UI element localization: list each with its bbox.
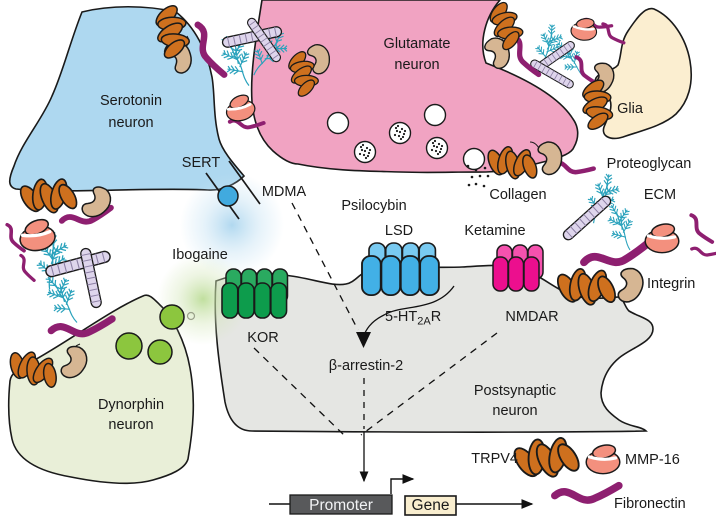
vesicle-filled (425, 136, 449, 160)
ibogaine-label: Ibogaine (172, 247, 228, 263)
nmdar-dashed-arrow (360, 332, 498, 436)
trpv4-label: TRPV4 (471, 451, 518, 467)
ht2a-arrestin-arrow (362, 285, 455, 338)
gene-label: Gene (412, 497, 450, 514)
kor-label: KOR (247, 330, 278, 346)
ht2a-label: 5-HT2AR (385, 309, 441, 328)
mdma-dashed-arrow (291, 202, 359, 331)
proteoglycan-shape (601, 199, 643, 254)
mmp-shape (569, 14, 600, 43)
ht2a-receptor (361, 255, 440, 297)
collagen-label: Collagen (489, 187, 546, 203)
vesicle (326, 111, 350, 135)
trpv4-shape (507, 431, 586, 486)
gene-box (404, 495, 457, 516)
vesicle-releasing (462, 147, 486, 171)
released-glutamate-dots (466, 164, 490, 188)
mdma-glow (180, 173, 284, 277)
collagen-rod (560, 193, 614, 243)
fibronectin-shape (19, 252, 36, 283)
promoter-box (289, 494, 393, 515)
arrestin-arrowhead (356, 332, 371, 348)
fibronectin-shape (601, 17, 626, 50)
glia-label: Glia (617, 101, 644, 117)
mmp16-shape (584, 441, 622, 476)
integrin-bean (615, 265, 647, 306)
gene-transcription-track: Promoter Gene (269, 474, 534, 516)
dynorphin-neuron-label-2: neuron (108, 417, 153, 433)
lsd-label: LSD (385, 223, 413, 239)
serotonin-neuron-label-2: neuron (108, 115, 153, 131)
nmdar-receptor (492, 256, 540, 292)
vesicle-filled (353, 140, 377, 164)
ibogaine-molecule (186, 311, 196, 321)
glutamate-neuron-label-2: neuron (394, 57, 439, 73)
fibronectin-shape (584, 236, 649, 269)
mmp-shape (643, 220, 681, 255)
fibronectin-shape (689, 209, 715, 248)
kor-receptor (221, 282, 288, 319)
transcription-start-arrow (390, 474, 415, 494)
integrin-label: Integrin (647, 276, 695, 292)
proteoglycan-shape (37, 268, 90, 330)
dynorphin-vesicles (115, 304, 185, 365)
nmdar-label: NMDAR (505, 309, 558, 325)
promoter-label: Promoter (309, 497, 373, 514)
mmp-shape (15, 213, 59, 255)
proteoglycan-label: Proteoglycan (607, 156, 692, 172)
mmp16-label: MMP-16 (625, 452, 680, 468)
sert-transporter (205, 160, 261, 220)
postsynaptic-neuron-label-2: neuron (492, 403, 537, 419)
fibronectin-label: Fibronectin (614, 496, 686, 512)
ketamine-label: Ketamine (464, 223, 525, 239)
fibronectin-legend-shape (555, 471, 619, 510)
vesicle-filled (388, 121, 412, 145)
ecm-label: ECM (644, 187, 676, 203)
postsynaptic-neuron-label: Postsynaptic (474, 383, 556, 399)
sert-label: SERT (182, 155, 221, 171)
beta-arrestin-label: β-arrestin-2 (329, 358, 403, 374)
dynorphin-neuron-label: Dynorphin (98, 397, 164, 413)
psilocybin-label: Psilocybin (341, 198, 406, 214)
serotonin-neuron-label: Serotonin (100, 93, 162, 109)
vesicle (423, 103, 447, 127)
mdma-label: MDMA (262, 184, 307, 200)
glutamate-neuron-label: Glutamate (384, 36, 451, 52)
signal-arrows (253, 202, 498, 483)
kor-dashed-arrow (253, 347, 347, 438)
